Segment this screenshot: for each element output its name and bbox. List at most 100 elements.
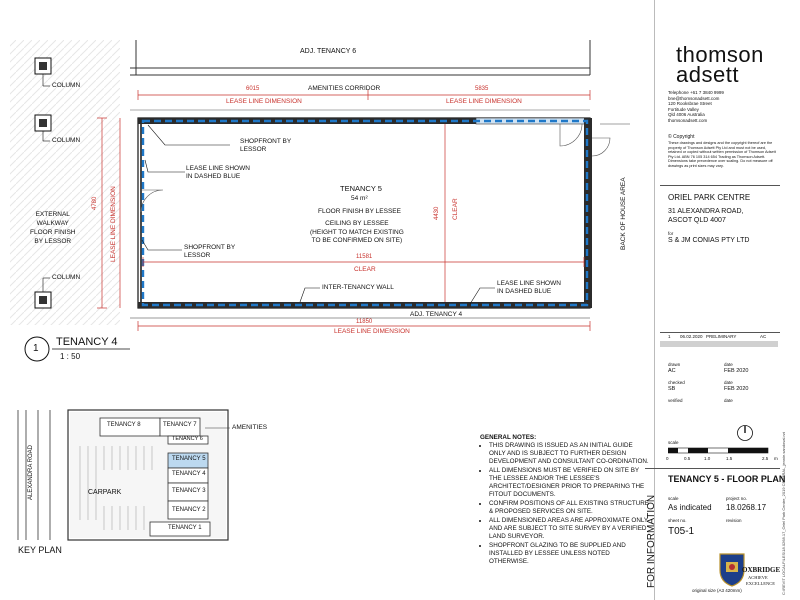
project-address-1: 31 ALEXANDRA ROAD, [668,208,744,215]
checked-label: checked [668,380,685,385]
dim-bottom: 11850 [356,319,373,325]
view-title: TENANCY 4 [56,336,118,348]
title-block-divider [660,185,780,186]
revision-no: 1 [668,334,671,339]
amenities-corridor-label: AMENITIES CORRIDOR [308,85,381,92]
note-item: ALL DIMENSIONS MUST BE VERIFIED ON SITE … [489,467,650,499]
lease-line-dimension-left: LEASE LINE DIMENSION [110,186,117,262]
scale-tick-4: 2.5 [762,456,769,461]
general-notes: GENERAL NOTES: THIS DRAWING IS ISSUED AS… [480,434,650,567]
for-information-label: FOR INFORMATION [646,494,657,588]
scale-word: scale [668,496,679,501]
column-label-3: COLUMN [52,274,81,281]
dim-top-right: 5835 [475,86,489,92]
drawing-title-divider [645,468,780,469]
scale-value: As indicated [668,503,712,512]
scale-tick-0: 0 [666,456,669,461]
stamp-text-1: OXBRIDGE [742,566,781,574]
key-plan-road: ALEXANDRA ROAD [28,444,34,500]
for-label: for [668,231,674,236]
lease-line-dimension-top-right: LEASE LINE DIMENSION [446,98,522,105]
contact-details: Telephone +61 7 3840 9999 bne@thomsonads… [668,90,724,123]
sheet-no-label: sheet no. [668,518,687,523]
key-plan-tenancy-6: TENANCY 6 [172,436,203,442]
logo-line-2: adsett [676,62,739,87]
drawn-label: drawn [668,362,681,367]
revision-by: AC [760,334,767,339]
revision-divider [660,332,780,333]
adj-tenancy-6-label: ADJ. TENANCY 6 [300,48,357,55]
view-number-circle [24,336,50,362]
revision-bar [660,341,778,347]
dim-inner-horizontal: 11581 [356,254,373,260]
view-scale: 1 : 50 [60,352,81,361]
lease-line-note-left: LEASE LINE SHOWN IN DASHED BLUE [186,165,250,180]
copyright-text: These drawings and designs and the copyr… [668,141,776,168]
checked-date: FEB 2020 [724,386,749,392]
dim-left-vertical: 4780 [92,196,98,210]
back-of-house-label: BACK OF HOUSE AREA [620,177,627,250]
key-plan-tenancy-2: TENANCY 2 [172,507,206,513]
dim-top-left: 6015 [246,86,260,92]
north-point-icon [737,425,753,441]
notes-list: THIS DRAWING IS ISSUED AS AN INITIAL GUI… [480,442,650,566]
file-path: C:\REVIT LOCALFILES\18.0268.17_Oriel Par… [781,432,786,595]
scale-bar-label: scale [668,440,679,445]
key-plan-carpark: CARPARK [88,489,122,496]
project-name: ORIEL PARK CENTRE [668,193,751,202]
drawn-date: FEB 2020 [724,368,749,374]
shopfront-note-top: SHOPFRONT BY LESSOR [240,138,292,153]
shopfront-note-bottom: SHOPFRONT BY LESSOR [184,244,236,259]
scale-tick-2: 1.0 [704,456,711,461]
dim-inner-vertical: 4430 [434,206,440,220]
tenancy-area: 54 m² [351,195,368,202]
key-plan-tenancy-5: TENANCY 5 [172,456,206,462]
column-label-1: COLUMN [52,82,81,89]
verified-label: verified [668,398,683,403]
drawing-title: TENANCY 5 - FLOOR PLAN [668,474,786,484]
key-plan-tenancy-3: TENANCY 3 [172,488,206,494]
key-plan-amenities: AMENITIES [232,424,268,431]
checked-date-label: date [724,380,733,385]
key-plan-tenancy-7: TENANCY 7 [163,422,197,428]
clear-vertical: CLEAR [452,198,459,220]
original-size: original size (A3 420mm) [692,588,742,593]
verified-date-label: date [724,398,733,403]
stamp-text-2: ACHIEVE [748,575,768,580]
ceiling-note: CEILING BY LESSEE (HEIGHT TO MATCH EXIST… [310,220,404,244]
note-item: CONFIRM POSITIONS OF ALL EXISTING STRUCT… [489,500,650,516]
key-plan-graphic [17,409,230,541]
revision-desc: PRELIMINARY [706,334,737,339]
scale-tick-1: 0.5 [684,456,691,461]
drawn-by: AC [668,368,676,374]
project-no: 18.0268.17 [726,503,767,512]
column-label-2: COLUMN [52,137,81,144]
oxbridge-crest-icon [719,553,745,587]
adj-tenancy-4-label: ADJ. TENANCY 4 [410,311,463,318]
lease-line-note-right: LEASE LINE SHOWN IN DASHED BLUE [497,280,561,295]
note-item: THIS DRAWING IS ISSUED AS AN INITIAL GUI… [489,442,650,466]
client-name: S & JM CONIAS PTY LTD [668,237,750,244]
view-number: 1 [33,343,39,354]
copyright-heading: © Copyright [668,134,695,140]
inter-tenancy-wall-note: INTER-TENANCY WALL [322,284,394,291]
checked-by: SB [668,386,676,392]
key-plan-tenancy-8: TENANCY 8 [107,422,141,428]
key-plan-label: KEY PLAN [18,545,62,555]
floor-finish-note: FLOOR FINISH BY LESSEE [318,208,401,215]
revision-label: revision [726,518,742,523]
lease-line-dimension-bottom: LEASE LINE DIMENSION [334,328,410,335]
note-item: SHOPFRONT GLAZING TO BE SUPPLIED AND INS… [489,542,650,566]
lease-line-dimension-top-left: LEASE LINE DIMENSION [226,98,302,105]
key-plan-tenancy-4: TENANCY 4 [172,471,206,477]
scale-unit: m [774,456,778,461]
sheet-no: T05-1 [668,526,695,537]
scale-bar [668,447,769,454]
logo-line-1: thomson [676,42,764,67]
tenancy-title: TENANCY 5 [340,184,382,193]
clear-horizontal: CLEAR [354,266,376,273]
scale-tick-3: 1.5 [726,456,733,461]
revision-date: 06.02.2020 [680,334,703,339]
project-address-2: ASCOT QLD 4007 [668,217,726,224]
floor-plan [10,0,655,600]
